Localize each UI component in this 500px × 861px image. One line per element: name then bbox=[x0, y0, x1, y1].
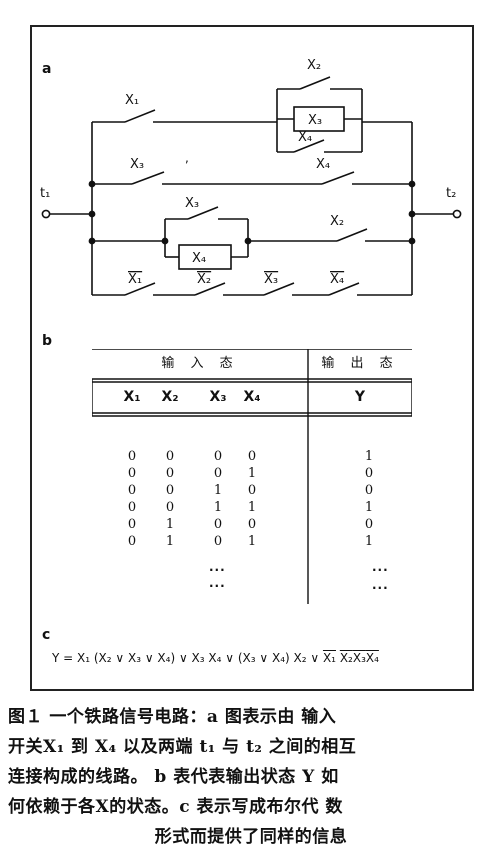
label-row4-nx2: X₂ bbox=[197, 272, 211, 287]
label-row4-nx4: X₄ bbox=[330, 272, 344, 287]
switch-row4-nx4 bbox=[328, 282, 360, 296]
truth-table: 输 入 态 输 出 态 X₁ X₂ X₃ X₄ Y 0 0 0 0 1 0 0 0 1 0 0 0 1 0… bbox=[92, 349, 412, 617]
formula-not-x1: X₁ bbox=[322, 651, 336, 665]
truth-table-output-cell: 0 bbox=[364, 483, 374, 498]
truth-table-cell: 0 bbox=[127, 449, 137, 464]
truth-table-output-cell: 1 bbox=[364, 449, 374, 464]
panel-label-b: b bbox=[42, 333, 53, 349]
truth-table-cell: 0 bbox=[213, 534, 223, 549]
truth-table-cell: 1 bbox=[213, 500, 223, 515]
truth-table-cell: 0 bbox=[127, 483, 137, 498]
switch-row3-x3 bbox=[187, 206, 219, 220]
truth-table-cell: 0 bbox=[127, 500, 137, 515]
formula-not-x3: X₃ bbox=[352, 651, 366, 665]
switch-row4-nx3 bbox=[263, 282, 295, 296]
switch-row3-x2 bbox=[336, 228, 368, 242]
truth-table-cell: 0 bbox=[165, 500, 175, 515]
caption-line-3: 连接构成的线路。 b 表代表输出状态 Y 如 bbox=[8, 767, 339, 787]
switch-row1-x1 bbox=[124, 109, 156, 123]
truth-table-output-cell: 1 bbox=[364, 534, 374, 549]
truth-table-cell: 0 bbox=[247, 483, 257, 498]
terminal-right-label: t₂ bbox=[446, 186, 456, 201]
truth-table-cell: 1 bbox=[165, 534, 175, 549]
truth-table-cell: 0 bbox=[165, 466, 175, 481]
truth-table-output-cell: 1 bbox=[364, 500, 374, 515]
label-row3-x3: X₃ bbox=[185, 196, 199, 211]
truth-table-cell: 0 bbox=[165, 449, 175, 464]
truth-table-cell: 0 bbox=[213, 449, 223, 464]
truth-table-col-y: Y bbox=[354, 389, 366, 405]
truth-table-cell: 1 bbox=[165, 517, 175, 532]
label-row3-x4: X₄ bbox=[192, 251, 206, 266]
switch-row1-x4 bbox=[293, 139, 325, 153]
truth-table-cell: 1 bbox=[247, 500, 257, 515]
truth-table-input-header: 输 入 态 bbox=[161, 356, 239, 371]
label-row1-x1: X₁ bbox=[125, 93, 139, 108]
truth-table-cell: 0 bbox=[127, 534, 137, 549]
label-row1-x4: X₄ bbox=[298, 130, 312, 145]
label-row2-x3: X₃ bbox=[130, 157, 144, 172]
label-row2-x4: X₄ bbox=[316, 157, 330, 172]
figure-frame: a t₁ t₂ X₁ X₂ X₃ X₄ bbox=[30, 25, 474, 691]
panel-label-a: a bbox=[42, 61, 52, 77]
label-row3-x2: X₂ bbox=[330, 214, 344, 229]
truth-table-col-x3: X₃ bbox=[209, 389, 227, 405]
truth-table-cell: 0 bbox=[247, 517, 257, 532]
truth-table-ellipsis-output-2: ··· bbox=[372, 581, 389, 595]
terminal-left-icon bbox=[41, 209, 51, 219]
switch-row2-x4 bbox=[321, 171, 355, 185]
truth-table-ellipsis-input: ··· bbox=[209, 563, 226, 577]
switch-row4-nx2 bbox=[194, 282, 226, 296]
formula-not-x2: X₂ bbox=[339, 651, 353, 665]
truth-table-col-x4: X₄ bbox=[243, 389, 261, 405]
formula-not-x4: X₄ bbox=[365, 651, 379, 665]
svg-text:,: , bbox=[185, 151, 189, 165]
label-row1-x3: X₃ bbox=[308, 113, 322, 128]
truth-table-col-x1: X₁ bbox=[123, 389, 141, 405]
truth-table-cell: 0 bbox=[213, 466, 223, 481]
truth-table-cell: 0 bbox=[165, 483, 175, 498]
truth-table-cell: 0 bbox=[127, 517, 137, 532]
truth-table-cell: 1 bbox=[247, 466, 257, 481]
truth-table-col-x2: X₂ bbox=[161, 389, 179, 405]
caption-line-1: 图１ 一个铁路信号电路：a 图表示由 输入 bbox=[8, 707, 337, 727]
truth-table-output-cell: 0 bbox=[364, 517, 374, 532]
truth-table-cell: 0 bbox=[127, 466, 137, 481]
formula-lhs: Y = bbox=[52, 651, 78, 665]
switch-row1-x2 bbox=[299, 76, 331, 90]
switch-row4-nx1 bbox=[124, 282, 156, 296]
label-row4-nx3: X₃ bbox=[264, 272, 278, 287]
caption-line-5: 形式而提供了同样的信息 bbox=[154, 827, 348, 847]
truth-table-output-header: 输 出 态 bbox=[321, 356, 399, 371]
formula-terms: X₁ (X₂ ∨ X₃ ∨ X₄) ∨ X₃ X₄ ∨ (X₃ ∨ X₄) X₂… bbox=[77, 651, 323, 665]
truth-table-ellipsis-input-2: ··· bbox=[209, 579, 226, 593]
figure-caption: 图１ 一个铁路信号电路：a 图表示由 输入 开关X₁ 到 X₄ 以及两端 t₁ … bbox=[8, 702, 494, 852]
truth-table-ellipsis-output: ··· bbox=[372, 563, 389, 577]
truth-table-cell: 1 bbox=[213, 483, 223, 498]
caption-line-2: 开关X₁ 到 X₄ 以及两端 t₁ 与 t₂ 之间的相互 bbox=[8, 737, 357, 757]
label-row4-nx1: X₁ bbox=[128, 272, 142, 287]
truth-table-cell: 0 bbox=[247, 449, 257, 464]
truth-table-cell: 0 bbox=[213, 517, 223, 532]
label-row1-x2: X₂ bbox=[307, 58, 321, 73]
truth-table-output-cell: 0 bbox=[364, 466, 374, 481]
circuit-diagram: t₁ t₂ X₁ X₂ X₃ X₄ bbox=[40, 58, 462, 296]
switch-row2-x3 bbox=[131, 171, 165, 185]
caption-line-4: 何依赖于各X的状态。c 表示写成布尔代 数 bbox=[8, 797, 343, 817]
boolean-formula: Y = X₁ (X₂ ∨ X₃ ∨ X₄) ∨ X₃ X₄ ∨ (X₃ ∨ X₄… bbox=[52, 651, 462, 665]
truth-table-cell: 1 bbox=[247, 534, 257, 549]
terminal-left-label: t₁ bbox=[40, 186, 50, 201]
panel-label-c: c bbox=[42, 627, 51, 643]
terminal-right-icon bbox=[452, 209, 462, 219]
